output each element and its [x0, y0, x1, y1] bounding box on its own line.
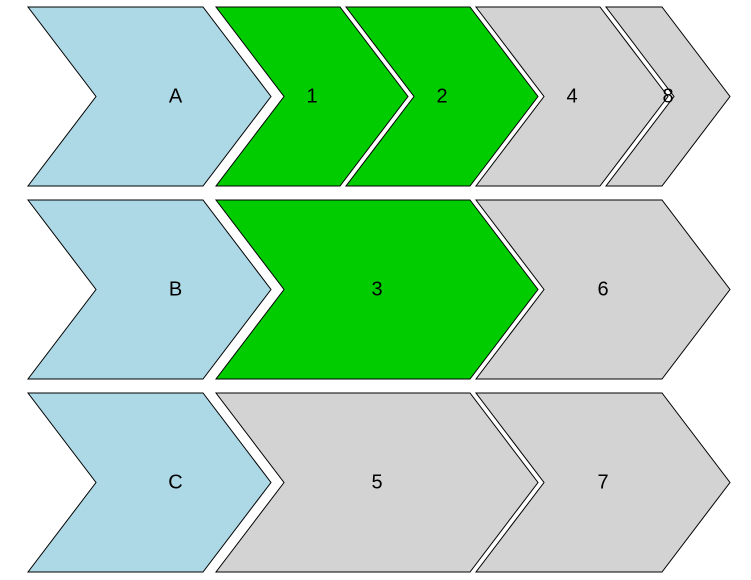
step-chevron-3: [214, 199, 539, 380]
step-chevron-5-label: 5: [371, 472, 382, 494]
step-chevron-1-label: 1: [306, 86, 317, 108]
step-chevron-7-label: 7: [597, 472, 608, 494]
step-chevron-8: [604, 6, 731, 187]
step-chevron-2-label: 2: [436, 86, 447, 108]
step-chevron-3-label: 3: [371, 279, 382, 301]
chevron-row-c: C 5 7: [26, 392, 731, 573]
step-chevron-6-label: 6: [597, 279, 608, 301]
row-header-chevron: [26, 6, 272, 187]
row-header-chevron-label: B: [169, 279, 182, 301]
step-chevron-2: [344, 6, 539, 187]
step-chevron-4-label: 4: [566, 86, 577, 108]
step-chevron-6: [474, 199, 731, 380]
row-header-chevron: [26, 199, 272, 380]
step-chevron-1: [214, 6, 409, 187]
step-chevron-5: [214, 392, 539, 573]
step-chevron-7: [474, 392, 731, 573]
row-header-chevron-label: C: [168, 472, 182, 494]
row-header-chevron-label: A: [169, 86, 183, 108]
chevron-row-a: A 1 2 4 8: [26, 6, 731, 187]
step-chevron-8-label: 8: [662, 86, 673, 108]
row-header-chevron: [26, 392, 272, 573]
chevron-row-b: B 3 6: [26, 199, 731, 380]
step-chevron-4: [474, 6, 669, 187]
